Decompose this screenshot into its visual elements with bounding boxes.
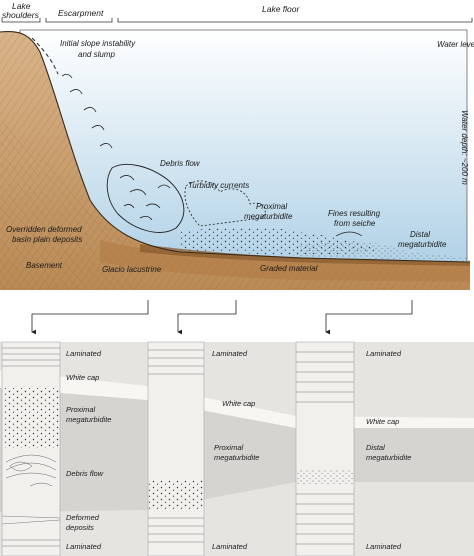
column-3 bbox=[295, 341, 355, 556]
seiche-wave bbox=[335, 231, 363, 237]
label-water-depth: Water depth: ~200 m bbox=[460, 110, 469, 185]
debris-flow-mass bbox=[106, 164, 185, 233]
header-brackets bbox=[1, 18, 473, 23]
col1-label-debris-flow: Debris flow bbox=[66, 469, 104, 478]
col3-label-white-cap: White cap bbox=[366, 417, 399, 426]
col2-label-white-cap: White cap bbox=[222, 399, 255, 408]
col1-label-proximal-1: Proximal bbox=[66, 405, 96, 414]
column-2 bbox=[147, 341, 205, 556]
label-initial-slope-1: Initial slope instability bbox=[60, 39, 136, 48]
col3-label-distal-1: Distal bbox=[366, 443, 385, 452]
label-distal-1: Distal bbox=[410, 230, 430, 239]
slope-surface bbox=[0, 30, 471, 263]
label-lake-floor: Lake floor bbox=[262, 4, 300, 14]
col2-label-proximal-2: megaturbidite bbox=[214, 453, 259, 462]
glacio-lacustrine-layer bbox=[100, 240, 470, 282]
label-lake-shoulders-1: Lake bbox=[12, 1, 31, 11]
distal-deposit bbox=[300, 241, 470, 262]
arrow-to-column-3 bbox=[325, 300, 413, 335]
label-debris-flow: Debris flow bbox=[160, 159, 201, 168]
arrow-to-column-1 bbox=[31, 300, 149, 335]
label-distal-2: megaturbidite bbox=[398, 240, 447, 249]
label-escarpment: Escarpment bbox=[58, 8, 104, 18]
arrow-to-column-2 bbox=[177, 300, 237, 335]
col2-label-laminated-top: Laminated bbox=[212, 349, 248, 358]
col3-label-laminated-bottom: Laminated bbox=[366, 542, 402, 551]
columns-panel bbox=[0, 341, 474, 556]
label-fines-2: from seiche bbox=[334, 219, 376, 228]
col3-label-distal-2: megaturbidite bbox=[366, 453, 411, 462]
label-overridden-1: Overridden deformed bbox=[6, 225, 82, 234]
megaturbidite-band bbox=[0, 388, 474, 512]
label-graded-material: Graded material bbox=[260, 264, 318, 273]
connector-arrows bbox=[31, 300, 413, 335]
col1-label-deformed-1: Deformed bbox=[66, 513, 100, 522]
label-water-level: Water level bbox=[437, 40, 474, 49]
initial-slope-dashed-line bbox=[31, 37, 59, 75]
col2-label-proximal-1: Proximal bbox=[214, 443, 244, 452]
col3-label-laminated-top: Laminated bbox=[366, 349, 402, 358]
label-fines-1: Fines resulting bbox=[328, 209, 381, 218]
col1-label-laminated-bottom: Laminated bbox=[66, 542, 102, 551]
col1-label-laminated-top: Laminated bbox=[66, 349, 102, 358]
col1-label-deformed-2: deposits bbox=[66, 523, 94, 532]
label-overridden-2: basin plain deposits bbox=[12, 235, 82, 244]
label-proximal-1: Proximal bbox=[256, 202, 287, 211]
col2-label-laminated-bottom: Laminated bbox=[212, 542, 248, 551]
label-glacio-lacustrine: Glacio lacustrine bbox=[102, 265, 162, 274]
column-1-debris-swirls bbox=[5, 454, 57, 487]
debris-swirls bbox=[61, 74, 171, 221]
label-basement: Basement bbox=[26, 261, 63, 270]
turbidity-cloud bbox=[184, 180, 266, 227]
label-initial-slope-2: and slump bbox=[78, 50, 115, 59]
cross-section bbox=[0, 29, 471, 291]
label-turbidity-currents: Turbidity currents bbox=[188, 181, 249, 190]
col1-label-proximal-2: megaturbidite bbox=[66, 415, 111, 424]
label-lake-shoulders-2: shoulders bbox=[2, 10, 40, 20]
col1-label-white-cap: White cap bbox=[66, 373, 99, 382]
column-1 bbox=[1, 341, 61, 556]
white-cap-band bbox=[0, 370, 474, 428]
label-proximal-2: megaturbidite bbox=[244, 212, 293, 221]
